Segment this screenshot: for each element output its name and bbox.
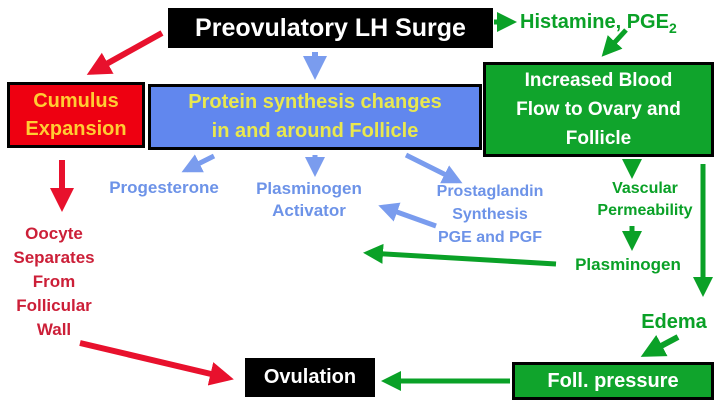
arrow-protein-to-prostaglandin [404, 152, 463, 184]
histamine-label: Histamine, PGE2 [520, 11, 718, 36]
arrow-plasminogen-left [363, 243, 557, 267]
arrow-lh-to-cumulus [86, 30, 164, 75]
histamine-text: Histamine, PGE [520, 11, 669, 33]
cumulus-line: Cumulus [33, 90, 119, 112]
oocyte-line: From [32, 272, 76, 291]
prostaglandin-line: PGE and PGF [437, 229, 542, 246]
vascular-line: Vascular [612, 180, 678, 197]
oocyte-line: Follicular [16, 296, 92, 315]
blood-flow-box: Increased Blood Flow to Ovary and Follic… [483, 62, 714, 157]
lh-surge-box: Preovulatory LH Surge [168, 8, 493, 48]
prostaglandin-label: Prostaglandin Synthesis PGE and PGF [418, 180, 562, 249]
protein-line: in and around Follicle [211, 120, 419, 142]
prostaglandin-line: Synthesis [452, 206, 528, 223]
arrow-protein-to-progesterone [181, 153, 216, 173]
plasminogen-activator-label: Plasminogen Activator [243, 178, 375, 222]
lh-surge-label: Preovulatory LH Surge [195, 13, 466, 42]
plasminogen-text: Plasminogen [575, 255, 681, 274]
edema-label: Edema [630, 311, 718, 334]
activator-line: Plasminogen [256, 179, 362, 198]
prostaglandin-line: Prostaglandin [436, 183, 544, 200]
progesterone-text: Progesterone [109, 178, 219, 197]
activator-line: Activator [272, 201, 346, 220]
oocyte-line: Oocyte [25, 224, 83, 243]
blood-flow-line: Follicle [565, 128, 632, 149]
ovulation-box: Ovulation [245, 358, 375, 397]
protein-synthesis-box: Protein synthesis changes in and around … [148, 84, 482, 150]
progesterone-label: Progesterone [100, 178, 228, 198]
cumulus-line: Expansion [25, 118, 127, 140]
histamine-subscript: 2 [668, 20, 677, 36]
plasminogen-label: Plasminogen [562, 255, 694, 275]
blood-flow-line: Flow to Ovary and [516, 99, 681, 120]
vascular-line: Permeability [597, 202, 693, 219]
oocyte-line: Separates [13, 248, 95, 267]
blood-flow-line: Increased Blood [524, 70, 673, 91]
oocyte-separates-label: Oocyte Separates From Follicular Wall [2, 222, 106, 342]
ovulation-label: Ovulation [263, 366, 357, 388]
arrow-edema-to-pressure [640, 334, 680, 357]
protein-line: Protein synthesis changes [188, 91, 442, 113]
edema-text: Edema [641, 311, 707, 333]
cumulus-expansion-box: Cumulus Expansion [7, 82, 145, 148]
foll-pressure-box: Foll. pressure [512, 362, 714, 400]
foll-pressure-label: Foll. pressure [547, 369, 679, 392]
arrow-oocyte-to-ovulation [79, 340, 234, 386]
oocyte-line: Wall [36, 320, 72, 339]
vascular-permeability-label: Vascular Permeability [586, 178, 704, 222]
